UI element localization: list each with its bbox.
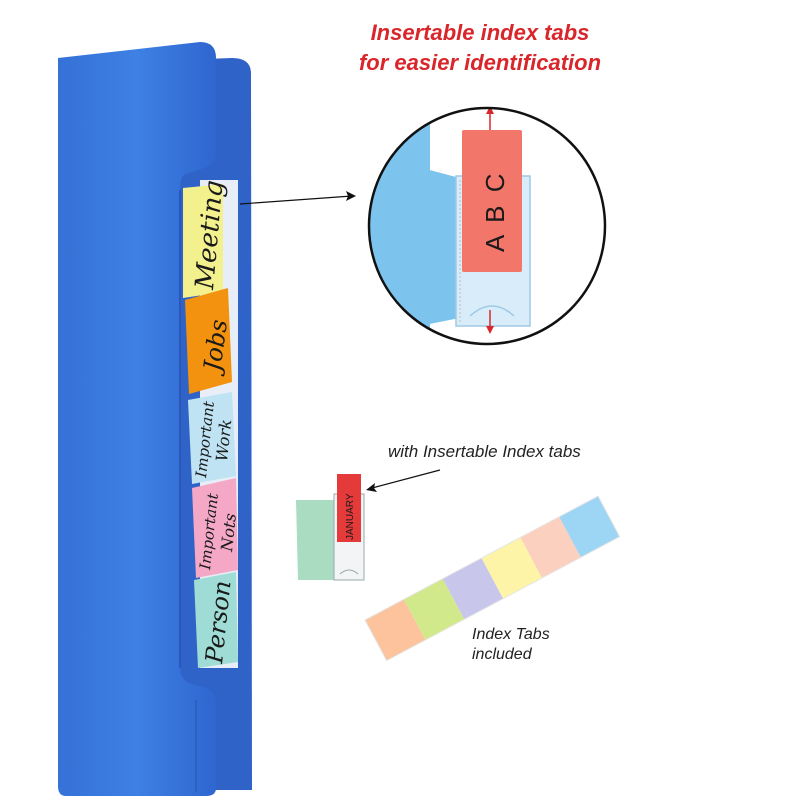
folder-index-tabs: Meeting Jobs Important Work Important No… (183, 179, 240, 668)
strip-tab-2 (403, 578, 465, 640)
folder-tab-important-work-line2: Work (212, 418, 235, 462)
headline-line-2: for easier identification (358, 50, 602, 75)
strip-tab-1 (365, 599, 426, 661)
strip-tab-6 (559, 496, 620, 558)
headline-line-1: Insertable index tabs (370, 20, 590, 45)
folder-tab-jobs: Jobs (185, 288, 233, 394)
zoom-pointer-arrow (239, 191, 356, 205)
caption-index-tabs-included: Index Tabs included (472, 625, 550, 665)
strip-tab-3 (442, 558, 504, 620)
strip-border (364, 495, 621, 662)
caption-insertable-tabs: with Insertable Index tabs (388, 442, 581, 461)
folder-tab-meeting: Meeting (183, 179, 230, 298)
small-tab-pointer-arrow (366, 469, 441, 492)
index-tabs-strip (364, 495, 621, 662)
caption-included-line-1: Index Tabs (472, 626, 550, 643)
strip-tab-5 (520, 516, 581, 578)
caption-included-line-2: included (472, 646, 532, 663)
small-insertable-tab: JANUARY (296, 474, 365, 581)
folder-tab-important-nots-line2: Nots (217, 512, 240, 553)
folder-tab-person: Person (194, 572, 238, 668)
zoom-circle: A B C (367, 106, 607, 346)
small-tab-label: JANUARY (345, 493, 356, 540)
headline: Insertable index tabs for easier identif… (330, 18, 630, 78)
strip-tab-4 (481, 537, 542, 599)
strip-cells (364, 495, 621, 662)
folder-tab-important-nots: Important Nots (192, 478, 240, 578)
folder-front-cover (58, 42, 216, 796)
folder-tab-important-work: Important Work (188, 392, 236, 484)
zoom-tab-label: A B C (480, 171, 510, 252)
